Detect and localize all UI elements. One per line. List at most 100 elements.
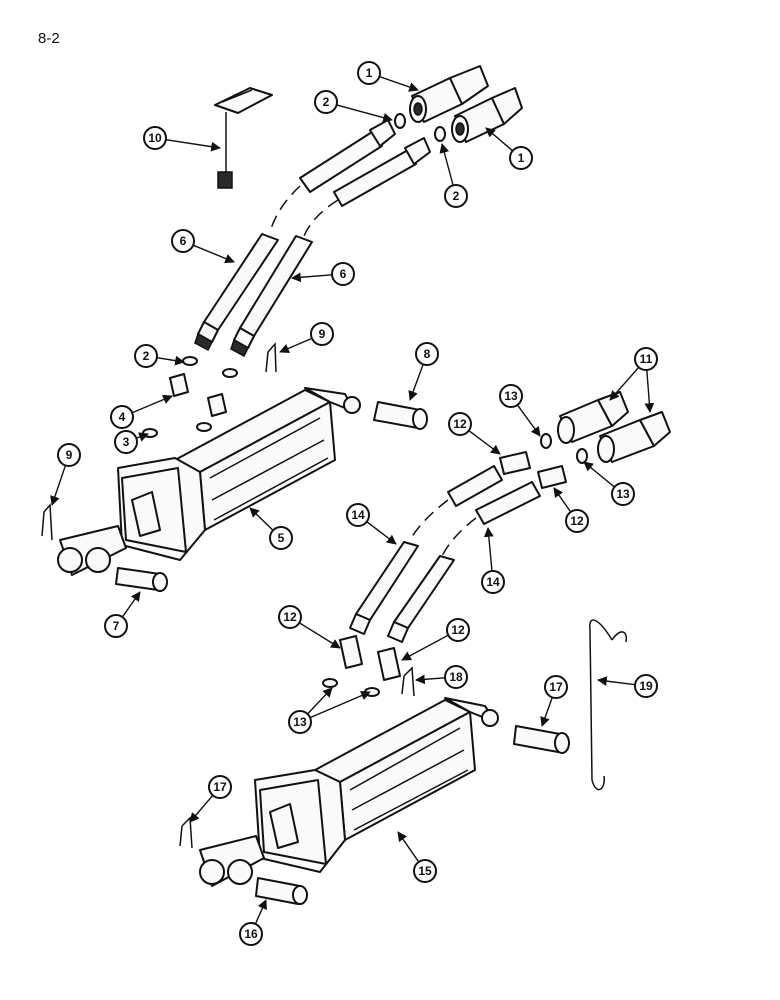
callout-circle [331,262,355,286]
callout-leader-arrow [279,337,313,354]
callout-circle [444,184,468,208]
hose-upper-end-a [299,119,396,193]
callout-leader-arrow [307,687,333,715]
hose-lower-end-a [447,465,503,507]
o-ring-upper-a [394,113,406,129]
callout-leader-arrow [254,899,267,925]
callout-circle [143,126,167,150]
cotter-pin-18 [401,666,415,697]
callout-circle [346,503,370,527]
callout-leader-arrow [516,404,541,437]
cotter-pin-upper [265,342,277,373]
callout-leader-arrow [189,794,214,823]
adapter-12-lower-a [339,635,363,669]
callout-leader-arrow [131,394,173,414]
callout-number: 3 [123,435,130,449]
callout-circle [499,384,523,408]
callout-circle [310,322,334,346]
adapter-4-a [169,373,189,397]
callout-leader-arrow [583,461,615,488]
callout-number: 6 [340,267,347,281]
callout-circle [544,675,568,699]
callout-number: 9 [66,448,73,462]
callout-number: 13 [616,487,630,501]
callout-circle [415,342,439,366]
callout-circle [314,90,338,114]
callout-number: 1 [366,66,373,80]
cotter-pin-17-left [179,816,193,849]
callout-circle [134,344,158,368]
adapter-12-upper-a [499,451,531,475]
callout-circle [634,347,658,371]
hose-clip-part [214,87,273,189]
callout-leader-arrow [50,465,67,506]
callout-leader-arrow [397,831,420,863]
callout-number: 14 [351,508,365,522]
page-number: 8-2 [38,30,60,47]
adapter-4-b [207,393,227,417]
callout-number: 1 [518,151,525,165]
callout-number: 16 [244,927,258,941]
callout-circle [446,618,470,642]
callout-number: 13 [293,715,307,729]
quick-coupler-upper-b [451,87,523,143]
callout-leader-arrow [439,143,454,186]
hose-14-a [349,541,419,635]
callout-number: 2 [143,349,150,363]
callout-circle [114,430,138,454]
hose-6-a [194,233,279,352]
callout-leader-arrow [366,521,397,545]
callout-leader-arrow [401,634,449,661]
callout-circle [269,526,293,550]
quick-coupler-lower-b [597,411,671,463]
callout-number: 15 [418,864,432,878]
hydraulic-cylinder-lower [199,697,499,887]
callout-circle [57,443,81,467]
callout-number: 13 [504,389,518,403]
callout-leader-arrow [468,430,501,455]
callout-number: 12 [453,417,467,431]
callout-circle [481,570,505,594]
callout-number: 6 [180,234,187,248]
adapter-12-lower-b [377,647,401,681]
callout-circle [413,859,437,883]
o-ring-mid-b [222,368,238,378]
hydraulic-cylinder-upper [57,387,361,576]
adapter-12-upper-b [537,465,567,489]
o-ring-upper-b [434,126,446,142]
callout-leader-arrow [644,369,655,413]
callout-number: 4 [119,410,126,424]
callout-leader-arrow [609,366,640,401]
callout-leader-arrow [249,507,274,531]
callout-leader-arrow [121,591,141,618]
hose-lower-end-b [475,481,541,525]
callout-leader-arrow [597,676,636,686]
callout-circle [611,482,635,506]
callout-leader-arrow [483,527,494,572]
callout-number: 12 [570,514,584,528]
callout-number: 18 [449,670,463,684]
callout-number: 17 [213,780,227,794]
hose-upper-end-b [333,137,431,207]
cotter-pin-left [41,503,53,541]
clevis-pin-upper [373,401,428,430]
hose-14-b [387,555,455,643]
o-ring-mid-a [182,356,198,366]
callout-leader-arrow [336,104,393,123]
callout-leader-arrow [309,690,371,719]
o-ring-13-lower-b [364,687,380,697]
clevis-pin-7 [115,567,168,592]
hose-support-spring-19 [589,619,628,791]
callout-number: 5 [278,531,285,545]
callout-number: 10 [148,131,162,145]
callout-leader-arrow [379,75,419,92]
callout-leader-arrow [540,697,553,727]
quick-coupler-upper-a [409,65,489,123]
callout-circle [278,605,302,629]
callout-circle [448,412,472,436]
callout-leader-arrow [408,364,424,401]
o-ring-lower-b [196,422,212,432]
callout-leader-arrow [485,127,514,152]
callout-circle [208,775,232,799]
callout-leader-arrow [298,622,341,649]
